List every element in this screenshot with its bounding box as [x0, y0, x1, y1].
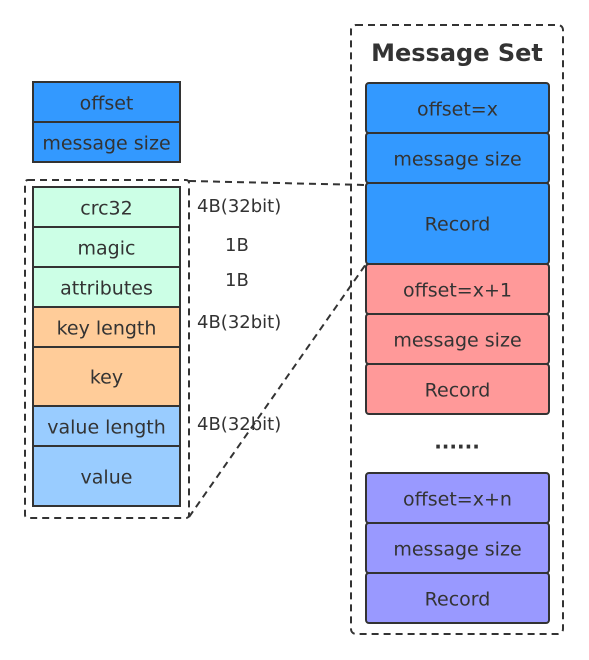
svg-text:magic: magic: [78, 238, 136, 260]
field-value-length: value length 4B(32bit): [32, 405, 281, 447]
svg-text:4B(32bit): 4B(32bit): [197, 196, 281, 217]
record-fields: crc32 4B(32bit) magic 1B attributes 1B k…: [32, 186, 281, 507]
message-x-offset: offset=x: [365, 82, 550, 134]
record-detail-frame: [24, 179, 190, 519]
message-xn-size: message size: [365, 522, 550, 574]
svg-text:offset=x+1: offset=x+1: [403, 280, 512, 302]
svg-text:key length: key length: [57, 318, 157, 340]
svg-text:message size: message size: [393, 149, 521, 171]
svg-text:attributes: attributes: [60, 278, 153, 300]
message-set-group-x: offset=x message size Record: [365, 82, 550, 265]
svg-text:4B(32bit): 4B(32bit): [197, 312, 281, 333]
message-x1-size: message size: [365, 313, 550, 365]
field-key-length: key length 4B(32bit): [32, 306, 281, 348]
svg-text:1B: 1B: [225, 270, 249, 291]
svg-text:Record: Record: [425, 380, 491, 402]
svg-text:offset=x+n: offset=x+n: [403, 489, 512, 511]
field-key: key: [32, 346, 181, 407]
field-crc32: crc32 4B(32bit): [32, 186, 281, 228]
message-x-record: Record: [365, 182, 550, 265]
message-set-title: Message Set: [371, 39, 543, 67]
message-x-size: message size: [365, 132, 550, 184]
connector-bottom-line: [188, 263, 367, 518]
svg-text:key: key: [90, 367, 123, 389]
connector-top-line: [188, 180, 367, 186]
connector-lines: [188, 180, 367, 518]
message-x1-offset: offset=x+1: [365, 263, 550, 315]
svg-text:offset=x: offset=x: [417, 99, 498, 121]
svg-text:Record: Record: [425, 214, 491, 236]
field-value: value: [32, 445, 181, 507]
svg-text:4B(32bit): 4B(32bit): [197, 414, 281, 435]
field-attributes: attributes 1B: [32, 266, 249, 308]
message-header-size: message size: [32, 121, 181, 163]
field-magic: magic 1B: [32, 226, 249, 268]
message-header: offset message size: [32, 81, 181, 163]
message-set-frame: [350, 24, 564, 635]
message-xn-record: Record: [365, 572, 550, 624]
svg-text:value length: value length: [47, 417, 166, 439]
svg-text:value: value: [81, 467, 133, 489]
svg-text:message size: message size: [393, 330, 521, 352]
svg-text:1B: 1B: [225, 235, 249, 256]
svg-text:offset: offset: [80, 93, 134, 115]
svg-text:message size: message size: [42, 133, 170, 155]
message-x1-record: Record: [365, 363, 550, 415]
svg-text:crc32: crc32: [80, 198, 132, 220]
message-header-offset: offset: [32, 81, 181, 123]
message-set-ellipsis: ......: [434, 430, 480, 454]
message-xn-offset: offset=x+n: [365, 472, 550, 524]
message-set-group-x1: offset=x+1 message size Record: [365, 263, 550, 415]
svg-text:Record: Record: [425, 589, 491, 611]
message-set-group-xn: offset=x+n message size Record: [365, 472, 550, 624]
svg-text:message size: message size: [393, 539, 521, 561]
